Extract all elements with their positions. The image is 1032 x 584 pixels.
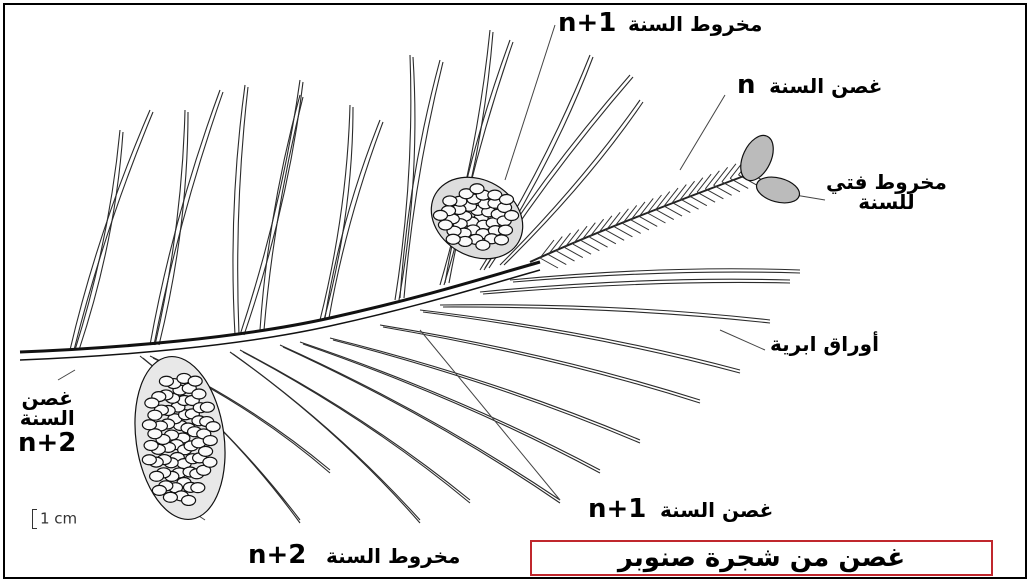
- label-code: n+2: [18, 428, 76, 458]
- label-cone-year-n1-top: n+1 مخروط السنة: [558, 8, 762, 38]
- label-branch-year-n1: n+1 غصن السنة: [588, 494, 773, 524]
- label-code: n+1: [588, 494, 646, 524]
- label-line2: السنة: [18, 408, 76, 428]
- scale-bar: 1 cm: [32, 509, 77, 529]
- label-arabic: مخروط السنة: [628, 12, 762, 36]
- label-cone-year-n2: n+2 مخروط السنة: [248, 540, 460, 570]
- title-box: غصن من شجرة صنوبر: [530, 540, 993, 576]
- label-line1: مخروط فتي: [826, 172, 947, 192]
- label-arabic: غصن السنة: [769, 74, 882, 98]
- label-code: n+2: [248, 540, 306, 570]
- label-code: n: [737, 70, 756, 100]
- figure-title: غصن من شجرة صنوبر: [618, 543, 905, 573]
- label-code: n+1: [558, 8, 616, 38]
- label-arabic: غصن السنة: [660, 498, 773, 522]
- label-needle-leaves: أوراق ابرية: [770, 332, 879, 356]
- cone-year-n1: [416, 161, 537, 275]
- label-line2: للسنة: [826, 192, 947, 212]
- label-line1: غصن: [18, 388, 76, 408]
- young-cones: [734, 130, 802, 207]
- scale-bar-label: 1 cm: [40, 510, 77, 528]
- cone-year-n2: [125, 351, 235, 526]
- label-young-cone: مخروط فتي للسنة: [826, 172, 947, 212]
- scale-bar-bracket: [32, 509, 37, 529]
- label-arabic: مخروط السنة: [326, 544, 460, 568]
- label-branch-year-n2: غصن السنة n+2: [18, 388, 76, 458]
- label-branch-year-n: n غصن السنة: [737, 70, 882, 100]
